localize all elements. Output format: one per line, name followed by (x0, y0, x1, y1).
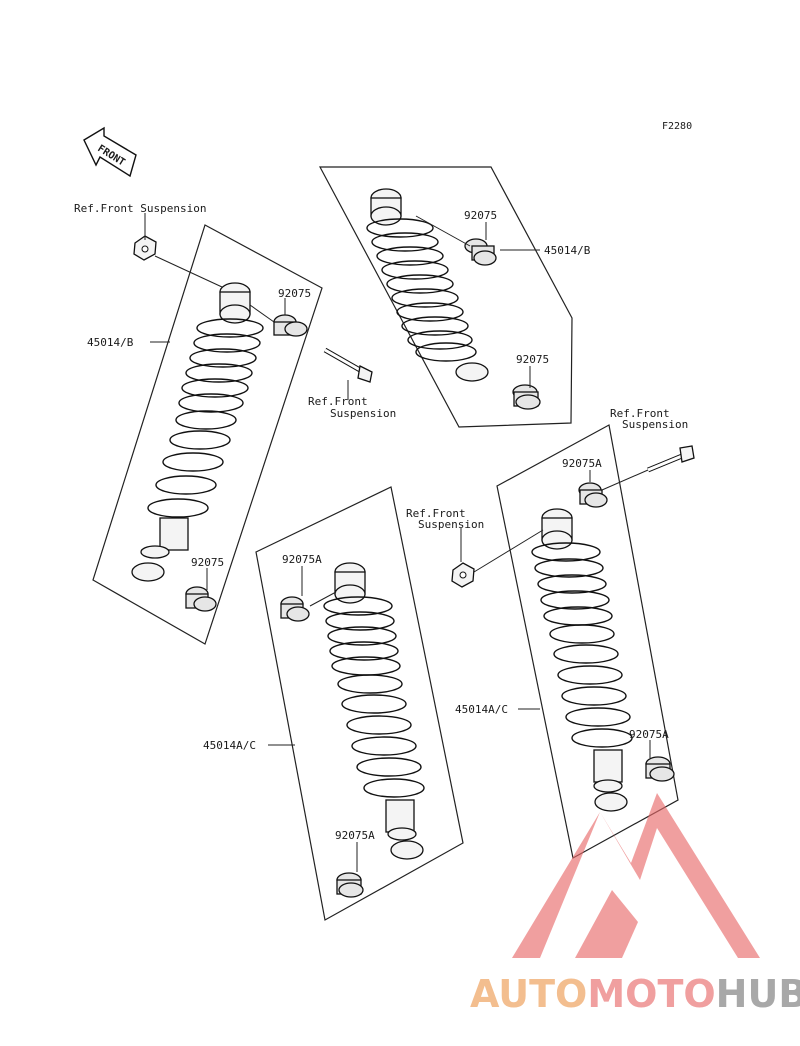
watermark-hub: HUB (716, 972, 800, 1016)
shock-assembly-45014AC-right: 92075A 92075A 45014A/C Ref.Front Suspens… (406, 407, 695, 859)
label-92075-a: 92075 (278, 287, 311, 300)
label-ref-front-right-l1: Ref.Front (610, 407, 670, 420)
bushing-92075-left-bottom (185, 586, 217, 612)
bushing-92075A-right-top (578, 482, 608, 508)
label-ref-front-right-l2: Suspension (622, 418, 688, 431)
label-92075-b: 92075 (191, 556, 224, 569)
bushing-92075-right-top (464, 238, 497, 266)
label-45014B-left: 45014/B (87, 336, 134, 349)
bushing-92075A-left-top (280, 596, 310, 622)
label-45014AC-left: 45014A/C (203, 739, 256, 752)
watermark-logo: AUTOMOTOHUB (470, 793, 800, 1016)
watermark-triangle-icon (512, 793, 760, 958)
label-ref-front-mid-l1: Ref.Front (406, 507, 466, 520)
label-92075A-b: 92075A (335, 829, 375, 842)
label-92075-d: 92075 (516, 353, 549, 366)
nut-mid (451, 562, 475, 588)
label-92075A-d: 92075A (629, 728, 669, 741)
group-frame-left (92, 224, 323, 645)
bushing-92075A-left-bottom (336, 872, 364, 898)
spring-coils-left (147, 318, 264, 518)
label-92075A-c: 92075A (562, 457, 602, 470)
spring-coils-bottom-right (531, 542, 633, 748)
group-frame-bottom-left (255, 486, 464, 921)
group-frame-top-right (318, 166, 573, 428)
shock-assembly-45014B-right: 92075 45014/B 92075 (318, 166, 591, 428)
watermark-auto: AUTO (470, 972, 587, 1016)
label-ref-front-left-l1: Ref.Front (308, 395, 368, 408)
bolt-left (323, 347, 373, 383)
label-ref-front-suspension-top: Ref.Front Suspension (74, 202, 206, 215)
label-ref-front-mid-l2: Suspension (418, 518, 484, 531)
label-45014AC-right: 45014A/C (455, 703, 508, 716)
label-ref-front-left-l2: Suspension (330, 407, 396, 420)
label-92075-c: 92075 (464, 209, 497, 222)
front-arrow-icon: FRONT (83, 126, 137, 178)
bolt-right (647, 445, 695, 473)
watermark-moto: MOTO (587, 972, 715, 1016)
bushing-92075-right-bottom (512, 384, 541, 410)
label-45014B-right: 45014/B (544, 244, 591, 257)
figure-code: F2280 (662, 121, 692, 132)
label-92075A-a: 92075A (282, 553, 322, 566)
watermark-text: AUTOMOTOHUB (470, 972, 800, 1016)
group-frame-bottom-right (496, 424, 679, 859)
shock-assembly-45014B-left: Ref.Front Suspension 45014/B 92075 92075… (74, 202, 396, 645)
bushing-92075-left-top (273, 314, 308, 337)
shock-assembly-45014AC-left: 92075A 45014A/C 92075A (203, 486, 464, 921)
spring-coils-top-right (366, 218, 477, 362)
bushing-92075A-right-bottom (645, 756, 675, 782)
spring-coils-bottom-left (323, 596, 425, 798)
